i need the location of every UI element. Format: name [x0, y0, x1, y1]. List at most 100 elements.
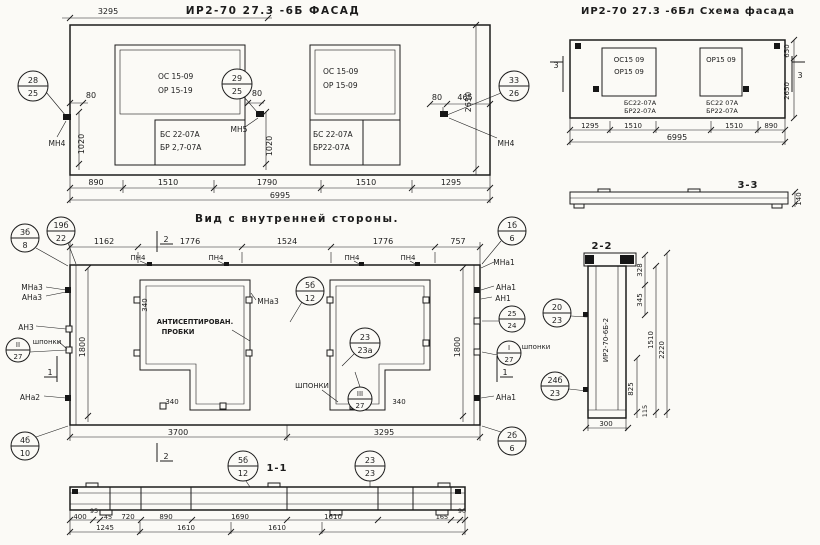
anchor-leaders — [56, 117, 498, 139]
schema-block1-label-2: БР22-07А — [624, 107, 656, 115]
section-3-marker-left: 3 — [553, 61, 558, 70]
inner-opening-right — [329, 279, 431, 411]
facade-view: ИР2-70 27.3 -6Б ФАСАД ОС 15-09 ОР 15-19 … — [49, 5, 515, 204]
facade-dimensions: 3295 80 1020 80 1020 80 465 2650 890 151… — [62, 7, 494, 204]
callout-top: 23 — [365, 456, 375, 465]
schema-panel-outline — [569, 39, 786, 119]
callout-bottom: 24 — [508, 322, 517, 330]
idim-1800-left: 1800 — [78, 337, 87, 357]
facade-panel-outline — [69, 24, 491, 176]
callout-top: 33 — [509, 76, 519, 85]
callout-top: 29 — [232, 74, 242, 83]
inner-top-dimensions: 1162 1776 1524 1776 757 ПН4 ПН4 ПН4 ПН4 — [66, 237, 484, 266]
dim-465: 465 — [457, 93, 472, 102]
anchor-mark-mid — [256, 111, 264, 117]
callout-25-24: 25 24 — [498, 305, 526, 333]
dim-80-left: 80 — [86, 91, 96, 100]
label-mna3-center: МНа3 — [257, 297, 279, 306]
schema-corner-mark-4 — [743, 86, 749, 92]
section-1-1-dimensions: 400 95 45 720 890 1690 1610 165 90 1245 … — [66, 507, 469, 536]
s22-115: 115 — [641, 405, 649, 417]
s11-45: 45 — [104, 513, 112, 521]
callout-top: 3б — [20, 228, 30, 237]
schema-win1-label-1: ОС15 09 — [614, 56, 644, 64]
idim-3700: 3700 — [168, 428, 188, 437]
mn5-label: МН5 — [231, 125, 248, 134]
schema-block2-label-1: БС22 07А — [706, 99, 739, 107]
callout-top: 5б — [238, 456, 248, 465]
marker-2-top: 2 — [163, 235, 168, 244]
s11-1245: 1245 — [96, 524, 114, 532]
callout-bottom: 8 — [22, 241, 27, 250]
dim-80-mid: 80 — [252, 89, 262, 98]
marker-1-right: 1 — [502, 368, 507, 377]
sdim-1510-a: 1510 — [624, 122, 642, 130]
section-3-3-label: 3-3 — [737, 180, 758, 191]
section-markers: 2 2 1 1 — [44, 231, 513, 462]
dim-1295: 1295 — [441, 178, 461, 187]
window1-sash-label: ОС 15-09 — [158, 72, 194, 81]
callout-bottom: 25 — [232, 87, 242, 96]
anchor-mark-left — [63, 114, 71, 120]
pn4-label-4: ПН4 — [401, 254, 417, 262]
label-mna3: МНа3 — [21, 283, 43, 292]
section-2-2-dimensions: 328 345 1510 2220 825 115 300 — [582, 249, 671, 432]
window2-sash-label: ОС 15-09 — [323, 67, 359, 76]
s11-1610c: 1610 — [268, 524, 286, 532]
label-an3: АН3 — [18, 323, 34, 332]
dim-1510-b: 1510 — [356, 178, 376, 187]
window2-block-label-1: БС 22-07А — [313, 130, 354, 139]
note-antiseptic-1: АНТИСЕПТИРОВАН. — [157, 318, 233, 326]
pn4-label-2: ПН4 — [209, 254, 225, 262]
callout-top: 19б — [53, 221, 68, 230]
idim-340-c: 340 — [392, 398, 405, 406]
section-3-marker-right: 3 — [797, 71, 802, 80]
pn4-label-1: ПН4 — [131, 254, 147, 262]
section-1-1: 1-1 400 95 45 720 890 1690 1610 165 90 1… — [66, 463, 469, 536]
idim-340-a: 340 — [141, 298, 149, 311]
s22-328: 328 — [636, 263, 644, 276]
s11-90: 90 — [458, 507, 466, 515]
facade-title: ИР2-70 27.3 -6Б ФАСАД — [186, 5, 361, 17]
dim-1790: 1790 — [257, 178, 277, 187]
window1-block-label-1: БС 22-07А — [160, 130, 201, 139]
schema-dimensions: 1295 1510 1510 890 6995 650 2650 — [566, 36, 799, 208]
s11-1690: 1690 — [231, 513, 249, 521]
label-ana1-bottom: АНа1 — [496, 393, 516, 402]
sdim-1295: 1295 — [581, 122, 599, 130]
inner-side-labels: МНа3 АНа3 АН3 шпонки АНа2 МНа1 АНа1 АН1 … — [18, 258, 550, 403]
marker-2-bottom: 2 — [163, 452, 168, 461]
callout-2b-6: 2б6 — [497, 426, 527, 456]
sdim-140: 140 — [795, 192, 803, 205]
section-2-2-label: 2-2 — [591, 241, 612, 252]
callout-top: II — [16, 341, 20, 349]
inner-title: Вид с внутренней стороны. — [195, 213, 399, 225]
label-ana1: АНа1 — [496, 283, 516, 292]
inner-panel-facelines — [75, 265, 475, 425]
callout-I-27: I27 — [496, 340, 522, 366]
schema-view: ИР2-70 27.3 -6Бл Схема фасада ОС15 09 ОР… — [550, 5, 805, 209]
callout-bottom: 23 — [365, 469, 375, 478]
callout-bottom: 12 — [238, 469, 248, 478]
marker-1-left: 1 — [47, 368, 52, 377]
label-shponki-left: шпонки — [33, 338, 62, 346]
dim-3295: 3295 — [98, 7, 118, 16]
callout-leaders — [29, 91, 588, 488]
callout-top: 1б — [507, 221, 517, 230]
s22-1510: 1510 — [647, 331, 655, 349]
dim-2650-facade: 2650 — [464, 92, 473, 112]
dim-80-right: 80 — [432, 93, 442, 102]
section-3-3: 3-3 140 — [569, 180, 803, 209]
sdim-6995: 6995 — [667, 133, 687, 142]
callout-top: 25 — [508, 310, 517, 318]
mn4-left-label: МН4 — [49, 139, 66, 148]
s11-1610a: 1610 — [324, 513, 342, 521]
